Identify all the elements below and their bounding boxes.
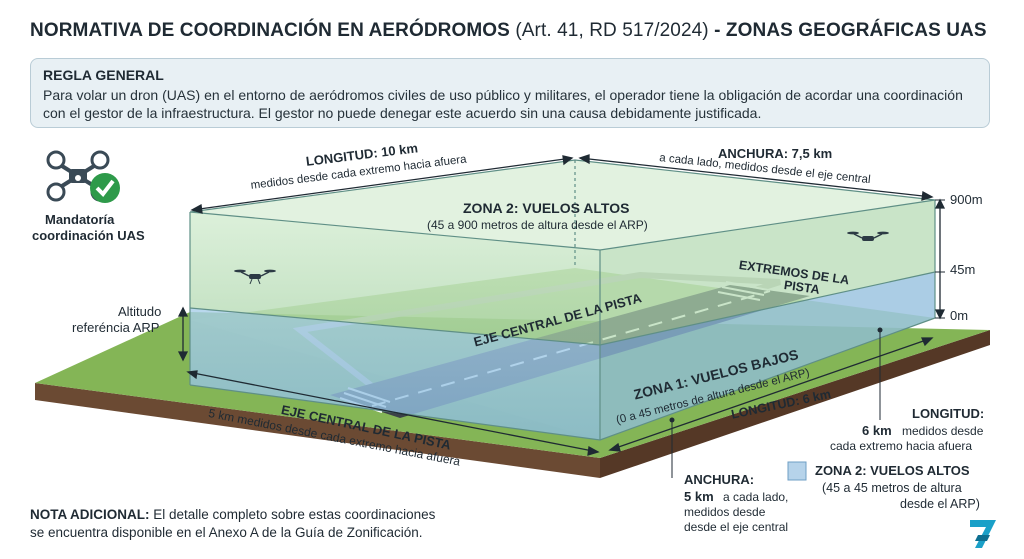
legend-width-text3: desde el eje central	[684, 520, 789, 534]
zone1-front-face	[190, 308, 600, 440]
title-reference: (Art. 41, RD 517/2024)	[515, 20, 709, 41]
zone1-right-face	[600, 272, 935, 440]
legend-length-text2: cada extremo hacia afuera	[830, 439, 973, 453]
logo-mark	[970, 520, 996, 548]
leader-dot-length	[877, 327, 883, 333]
general-rule-box: REGLA GENERAL Para volar un dron (UAS) e…	[30, 58, 990, 128]
note-text2: se encuentra disponible en el Anexo A de…	[30, 525, 423, 540]
drone-icon	[234, 269, 276, 285]
legend-zone2-title: ZONA 2: VUELOS ALTOS	[815, 463, 970, 478]
zone2-front-face	[190, 212, 600, 345]
drone-icon	[847, 231, 889, 241]
legend-width-text2: medidos desde	[684, 505, 766, 519]
legend-zone2-sub2: desde el ARP)	[900, 497, 980, 511]
page-title: NORMATIVA DE COORDINACIÓN EN AERÓDROMOS …	[30, 20, 987, 42]
ground-earth-front	[35, 383, 600, 478]
drone-check-icon	[46, 150, 120, 203]
note-text1: El detalle completo sobre estas coordina…	[153, 507, 436, 522]
legend-zone2-sub1: (45 a 45 metros de altura	[822, 481, 962, 495]
leader-dot-width	[669, 417, 675, 423]
altitude-ref-line1: Altitudo	[118, 304, 162, 319]
height-0m: 0m	[950, 308, 969, 323]
ground-earth-right	[600, 330, 990, 478]
title-main: NORMATIVA DE COORDINACIÓN EN AERÓDROMOS	[30, 20, 510, 41]
additional-note: NOTA ADICIONAL: El detalle completo sobr…	[30, 506, 435, 542]
zone2-title: ZONA 2: VUELOS ALTOS	[463, 200, 630, 216]
height-45m: 45m	[950, 262, 976, 277]
height-ticks	[935, 199, 945, 319]
note-label: NOTA ADICIONAL:	[30, 507, 150, 522]
badge-line1: Mandatoría	[45, 212, 115, 227]
leader-lines	[671, 330, 881, 478]
width-top-heading: ANCHURA: 7,5 km	[718, 146, 833, 161]
legend-length-value: 6 km	[862, 423, 892, 438]
zone2-subtitle: (45 a 900 metros de altura desde el ARP)	[427, 218, 648, 232]
height-900m: 900m	[950, 192, 983, 207]
altitude-ref-line2: referéncia ARP	[72, 320, 160, 335]
rule-heading: REGLA GENERAL	[43, 67, 164, 83]
legend-length-text1: medidos desde	[902, 424, 984, 438]
title-suffix: - ZONAS GEOGRÁFICAS UAS	[714, 20, 987, 41]
zone2-right-face	[600, 200, 935, 345]
legend-width-text1: a cada lado,	[723, 490, 789, 504]
badge-line2: coordinación UAS	[32, 228, 145, 243]
legend-length-heading: LONGITUD:	[912, 406, 985, 421]
legend-zone2-swatch	[787, 461, 807, 481]
legend-width-heading: ANCHURA:	[684, 472, 755, 487]
legend-width-value: 5 km	[684, 489, 714, 504]
dimension-arrows	[177, 154, 946, 456]
rule-text: Para volar un dron (UAS) en el entorno d…	[43, 87, 963, 121]
